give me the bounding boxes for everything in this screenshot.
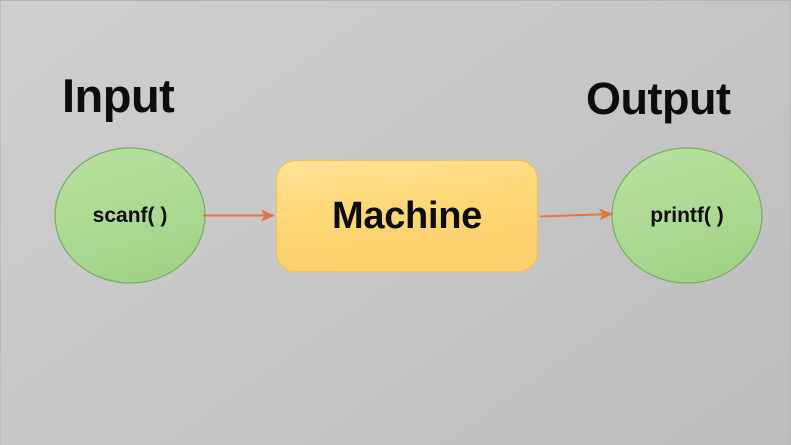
output-node-shape[interactable] bbox=[611, 147, 763, 284]
input-node-shape[interactable] bbox=[54, 147, 206, 284]
edge-machine-to-output[interactable] bbox=[539, 208, 614, 221]
process-node-shape[interactable] bbox=[275, 159, 539, 273]
input-heading: Input bbox=[62, 69, 175, 122]
output-heading: Output bbox=[586, 73, 731, 124]
